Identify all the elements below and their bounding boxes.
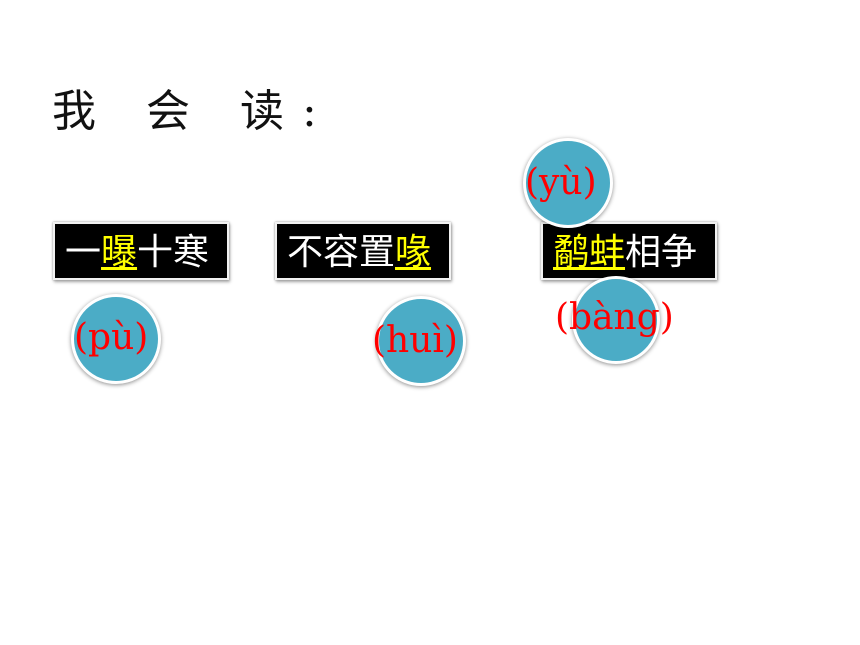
bubble-hui[interactable] [376,296,466,386]
page-title: 我 会 读: [52,86,335,137]
bubble-yu[interactable] [523,138,613,228]
phrase-1-pre: 一 [65,232,102,273]
phrase-2-highlight: 喙 [395,232,432,273]
bubble-pu[interactable] [71,294,161,384]
phrase-1-highlight: 曝 [101,232,138,273]
phrase-2-pre: 不容置 [287,232,396,273]
pinyin-pu: (pù) [74,317,149,358]
bubble-bang[interactable] [572,276,660,364]
phrase-1-post: 十寒 [137,232,210,273]
pinyin-yu: (yù) [525,162,597,203]
pinyin-bang: (bàng) [555,297,674,338]
phrase-3-highlight: 鹬蚌 [553,232,626,273]
phrase-box-2[interactable]: 不容置喙 [275,222,451,280]
phrase-box-1[interactable]: 一曝十寒 [53,222,229,280]
pinyin-hui: (huì) [372,320,458,361]
phrase-box-3[interactable]: 鹬蚌相争 [541,222,717,280]
phrase-3-post: 相争 [625,232,698,273]
